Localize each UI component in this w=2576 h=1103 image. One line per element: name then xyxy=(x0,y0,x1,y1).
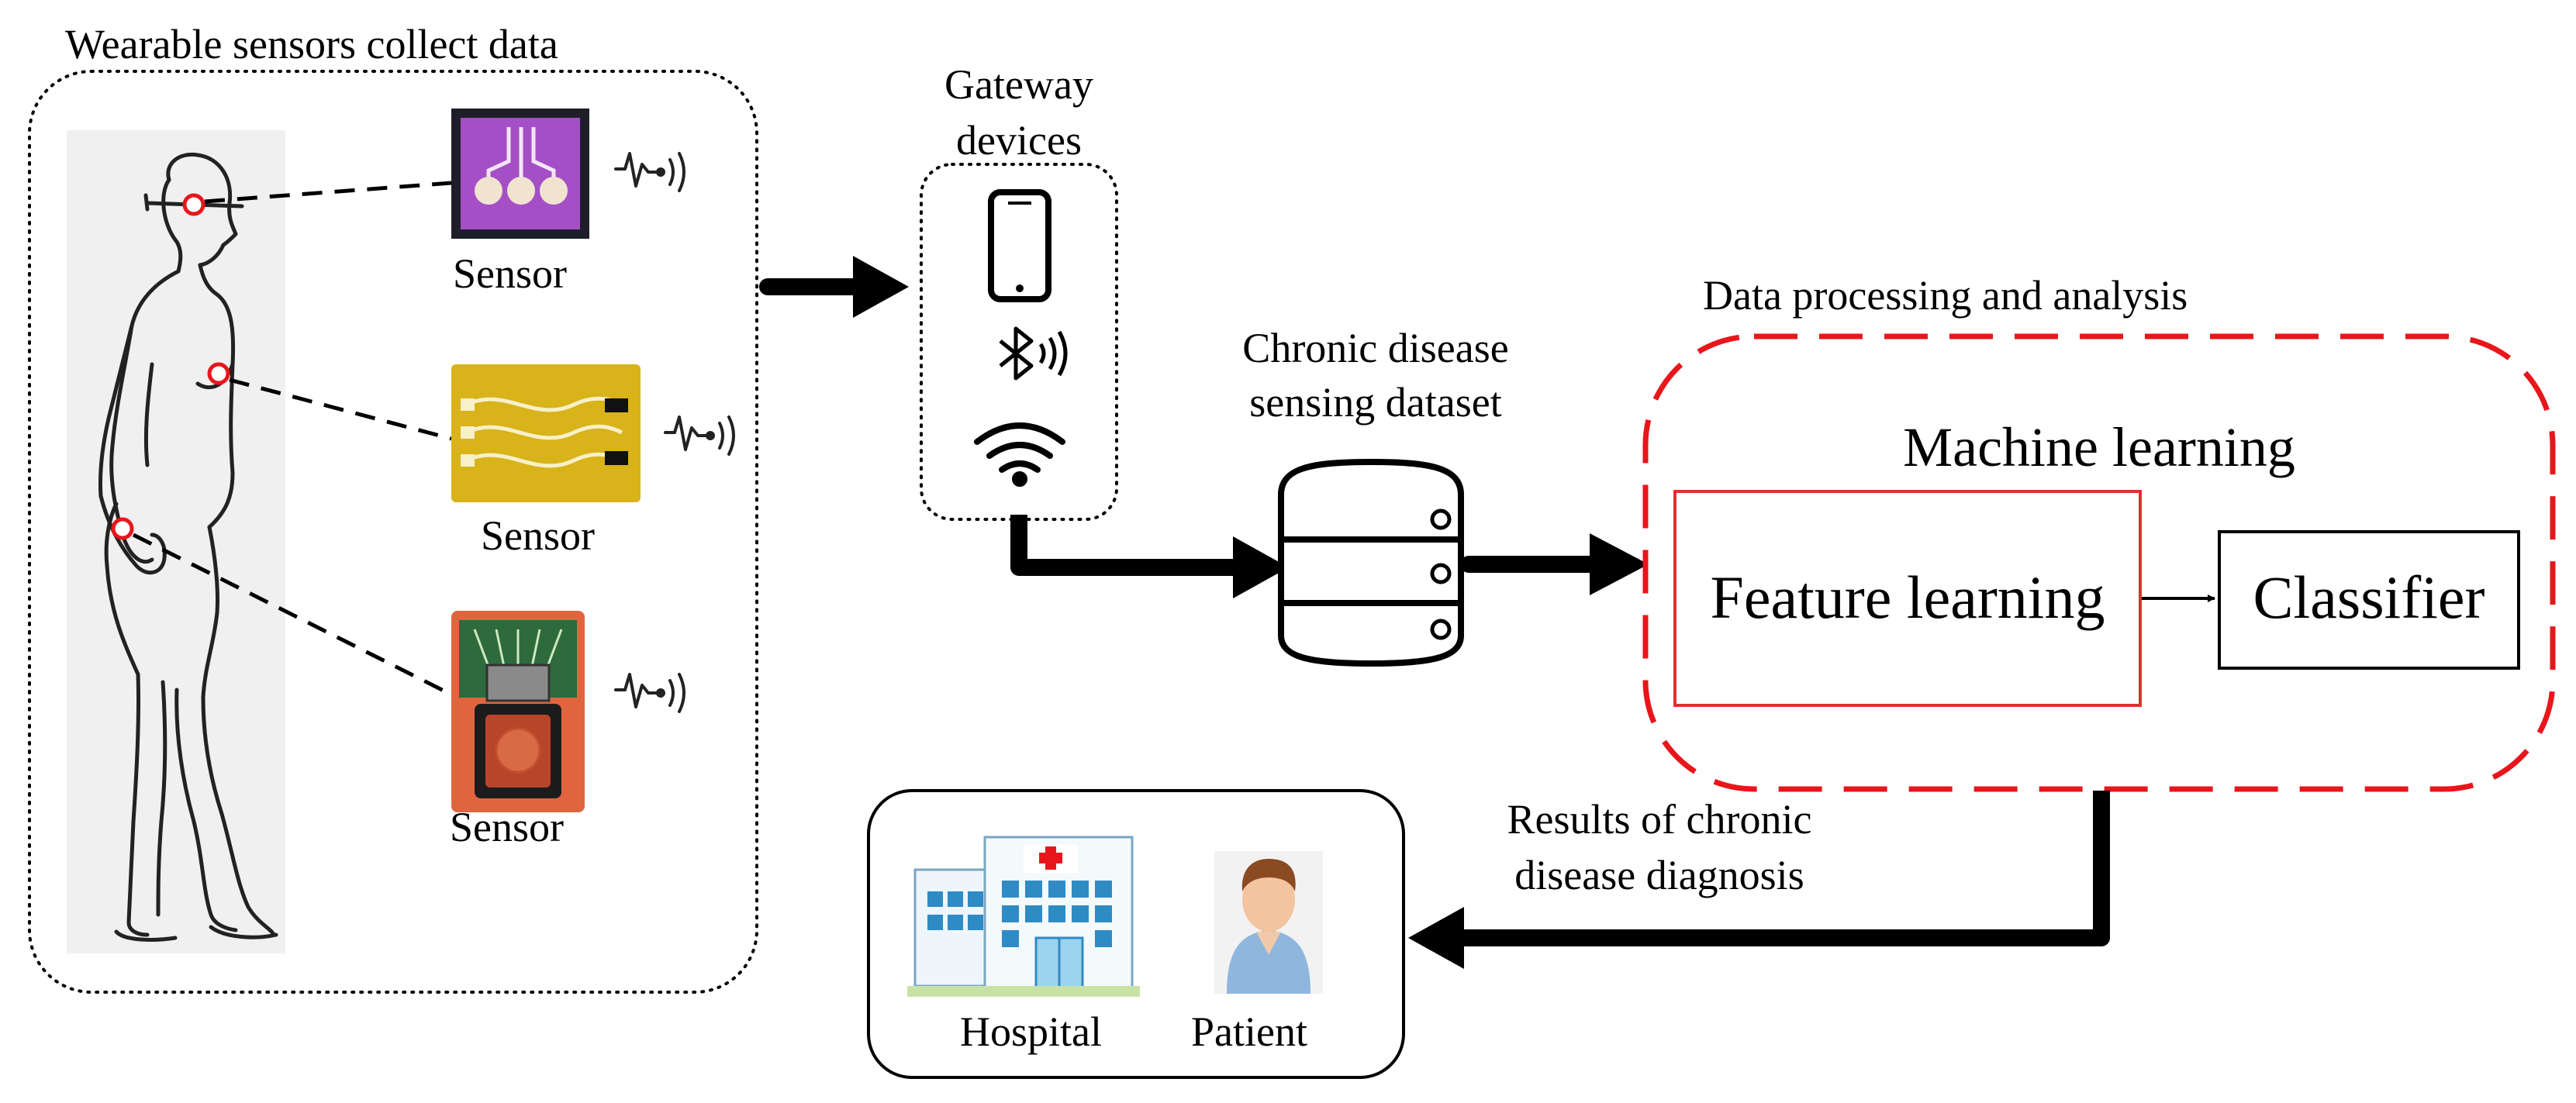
human-body-figure xyxy=(67,130,285,953)
arrowhead-to-dataset xyxy=(1233,536,1289,598)
classifier-label: Classifier xyxy=(2253,564,2485,631)
gateway-label-line2: devices xyxy=(956,117,1082,164)
results-label-line2: disease diagnosis xyxy=(1514,852,1804,898)
feature-learning-box xyxy=(1673,490,2142,707)
attach-point-head xyxy=(182,193,205,216)
arrowhead-to-gateway xyxy=(853,256,909,318)
arrow-to-results xyxy=(1458,791,2110,946)
processing-title: Data processing and analysis xyxy=(1703,272,2188,319)
wearable-sensors-group-border xyxy=(28,70,758,994)
hospital-label: Hospital xyxy=(960,1008,1102,1055)
signal-wave-icon xyxy=(614,152,685,192)
results-label-line1: Results of chronic xyxy=(1507,796,1812,843)
sensor-label-glucose: Sensor xyxy=(450,804,564,850)
sensor-label-eeg: Sensor xyxy=(453,250,567,297)
smartphone-icon xyxy=(988,189,1051,302)
arrowhead-to-results xyxy=(1408,907,1464,969)
wearable-sensors-title: Wearable sensors collect data xyxy=(65,21,558,67)
hospital-icon xyxy=(907,836,1140,997)
arrow-to-dataset xyxy=(1010,515,1241,576)
attach-point-hip xyxy=(111,517,134,540)
patient-icon xyxy=(1214,851,1323,994)
signal-wave-icon xyxy=(664,415,735,456)
ml-group-border xyxy=(1642,333,2556,792)
gateway-label-line1: Gateway xyxy=(944,61,1093,108)
signal-wave-icon xyxy=(614,673,685,713)
bluetooth-icon xyxy=(999,326,1068,381)
dataset-label-line2: sensing dataset xyxy=(1249,379,1502,426)
wifi-icon xyxy=(974,422,1065,487)
dataset-label-line1: Chronic disease xyxy=(1242,325,1509,371)
feature-learning-label: Feature learning xyxy=(1710,564,2105,631)
connector-chest xyxy=(229,377,452,441)
connector-hip xyxy=(132,533,456,698)
attach-point-chest xyxy=(207,362,230,385)
database-icon xyxy=(1278,458,1464,667)
arrowhead-to-ml xyxy=(1590,533,1649,595)
patient-label: Patient xyxy=(1191,1008,1307,1055)
sensor-label-ecg: Sensor xyxy=(481,512,595,559)
connector-head xyxy=(204,181,452,204)
classifier-box xyxy=(2218,530,2520,670)
ecg-sensor-icon xyxy=(451,364,641,502)
glucose-sensor-icon xyxy=(451,611,585,812)
eeg-sensor-icon xyxy=(451,109,589,239)
machine-learning-title: Machine learning xyxy=(1903,416,2295,478)
